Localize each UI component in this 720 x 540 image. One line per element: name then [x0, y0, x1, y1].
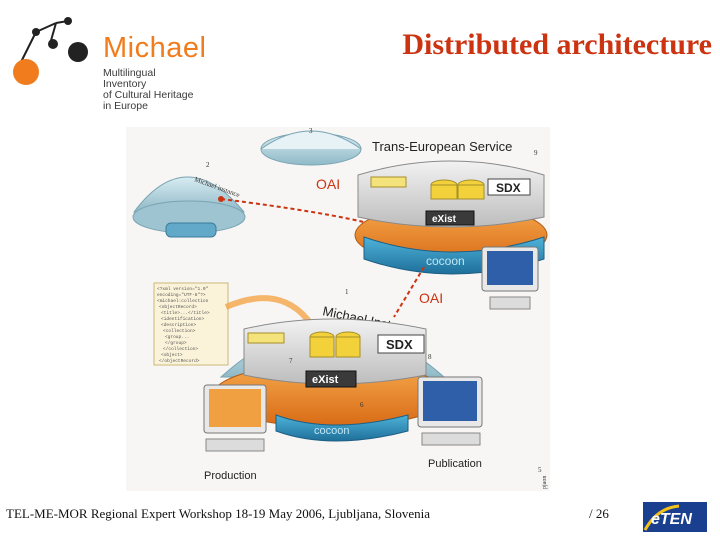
xml-line: <title>...</title> — [161, 310, 210, 316]
xml-line: <objectRecord> — [159, 304, 197, 310]
xml-document: <?xml version="1.0" encoding="UTF-8"?> <… — [153, 282, 327, 366]
xml-line: </collection> — [163, 346, 198, 352]
xml-line: </group> — [165, 340, 187, 346]
num-7: 7 — [289, 357, 293, 365]
xml-line: <group... — [165, 334, 189, 340]
publication-label: Publication — [428, 458, 482, 470]
oai-right-arrow: OAI — [393, 266, 443, 318]
production-label: Production — [204, 470, 257, 482]
node-2-dome: 2 Michael instance — [132, 161, 246, 238]
xml-line: <object> — [161, 352, 183, 358]
db-stack-bottom — [309, 331, 361, 358]
num-9: 9 — [534, 149, 538, 157]
oai-right-label: OAI — [419, 290, 443, 306]
logo-line: Multilingual — [103, 67, 156, 79]
num-3: 3 — [309, 127, 313, 135]
eten-logo-mark: eTEN — [643, 502, 707, 532]
michael-logo: Michael Multilingual Inventory of Cultur… — [8, 14, 208, 112]
xml-line: </objectRecord> — [159, 358, 200, 364]
sdx-top-label: SDX — [496, 181, 521, 195]
michael-logo-mark — [13, 17, 88, 85]
cocoon-bottom-label: cocoon — [314, 425, 349, 437]
oai-top-arrow: OAI — [218, 176, 377, 226]
publication-monitor — [417, 376, 483, 446]
num-6: 6 — [360, 401, 364, 409]
num-2: 2 — [206, 161, 210, 169]
eten-logo: eTEN — [643, 502, 707, 532]
logo-line: in Europe — [103, 100, 148, 112]
sdx-bottom-label: SDX — [386, 337, 413, 352]
cocoon-top-label: cocoon — [426, 254, 465, 268]
xml-line: <michael:collection — [157, 298, 209, 304]
logo-name: Michael — [103, 32, 207, 64]
credit-label: pjaon — [542, 476, 548, 489]
xml-line: <collection> — [163, 328, 196, 334]
xml-line: <identification> — [161, 316, 205, 322]
xml-line: <description> — [161, 322, 196, 328]
exist-top-label: eXist — [432, 214, 457, 225]
architecture-figure: 3 2 Michael instance OAI Trans-European … — [126, 127, 550, 491]
oai-top-label: OAI — [316, 176, 340, 192]
num-8: 8 — [428, 353, 432, 361]
eten-logo-text: eTEN — [651, 511, 692, 528]
logo-line: Inventory — [103, 78, 147, 90]
michael-instance: 1 Michael Instance SDX eXist 7 8 6 cocoo… — [212, 288, 450, 442]
publication-monitor-top — [481, 246, 539, 310]
logo-line: of Cultural Heritage — [103, 89, 194, 101]
page-number: / 26 — [589, 506, 609, 521]
num-1: 1 — [345, 288, 349, 296]
production-monitor — [203, 384, 267, 452]
db-stack-top — [430, 179, 485, 200]
xml-line: encoding="UTF-8"?> — [157, 292, 206, 298]
trans-european-label: Trans-European Service — [372, 139, 512, 154]
slide-title: Distributed architecture — [402, 28, 712, 61]
xml-line: <?xml version="1.0" — [157, 286, 209, 292]
exist-bottom-label: eXist — [312, 374, 339, 386]
num-5: 5 — [538, 466, 542, 474]
node-3-dome: 3 — [260, 127, 362, 166]
architecture-diagram: 3 2 Michael instance OAI Trans-European … — [132, 127, 548, 489]
footer-text: TEL-ME-MOR Regional Expert Workshop 18-1… — [6, 506, 431, 521]
logo-subtitle: Multilingual Inventory of Cultural Herit… — [103, 68, 213, 112]
